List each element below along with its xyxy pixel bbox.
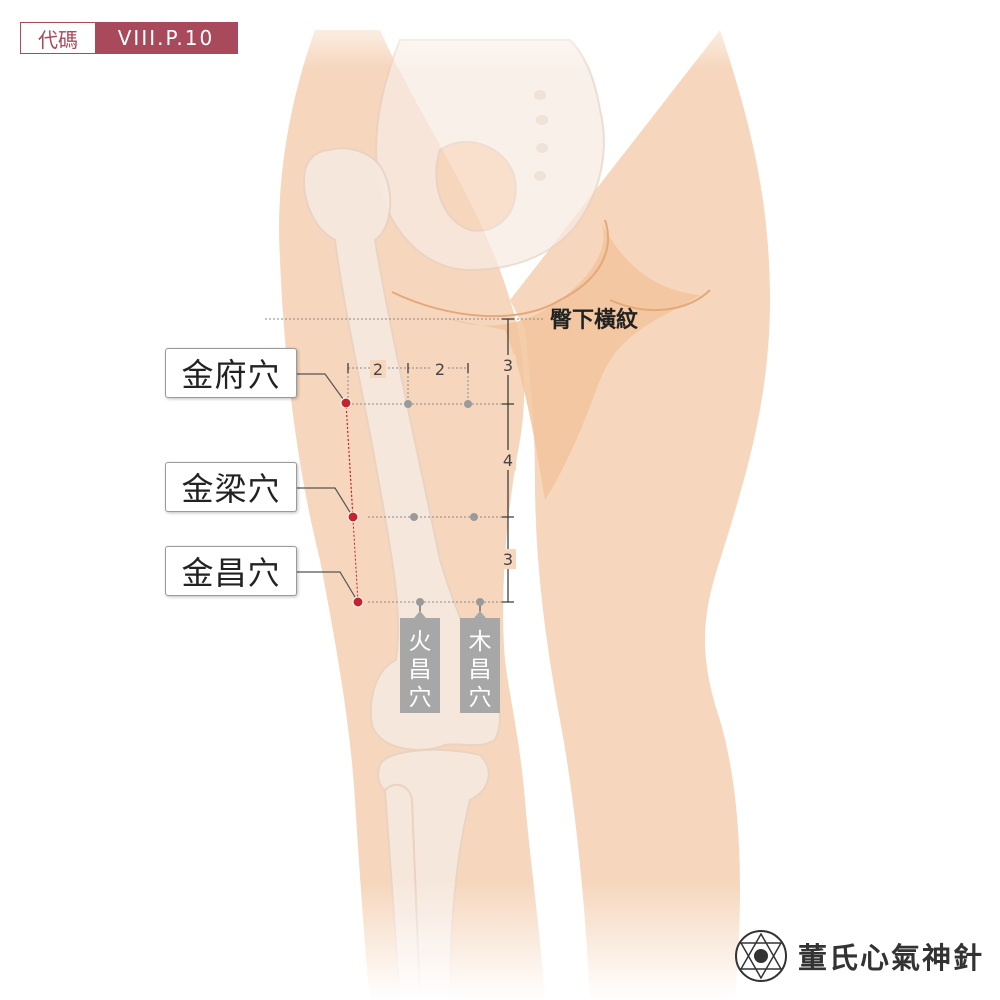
sacrum-hole-2 [536, 115, 548, 125]
label-jinfu[interactable]: 金府穴 [165, 348, 297, 398]
code-badge: 代碼 VIII.P.10 [20, 22, 238, 54]
label-huochang[interactable]: 火 昌 穴 [400, 618, 440, 713]
code-label: 代碼 [21, 23, 95, 53]
label-muchang[interactable]: 木 昌 穴 [460, 618, 500, 713]
h-measure-1: 2 [373, 360, 383, 379]
v-num-bg-2 [500, 450, 516, 470]
brand-emblem-icon [735, 930, 787, 982]
ref-point-r2-b [470, 513, 478, 521]
label-jinchang[interactable]: 金昌穴 [165, 546, 297, 596]
leader-jinfu [297, 373, 347, 404]
acupoints [340, 397, 364, 608]
label-jinliang[interactable]: 金梁穴 [165, 462, 297, 512]
h-measure-2: 2 [435, 360, 445, 379]
code-value: VIII.P.10 [95, 23, 237, 53]
v-num-bg-1 [500, 355, 516, 375]
ref-point-r1-b [464, 400, 472, 408]
gluteal-crease-label: 臀下橫紋 [550, 307, 639, 333]
acupoint-jinchang[interactable] [352, 596, 364, 608]
h-num-bg-1 [370, 360, 386, 378]
gluteal-crease-line [391, 219, 609, 318]
obturator-foramen [435, 140, 517, 232]
sacrum-hole-4 [534, 171, 546, 181]
acupoint-jinliang[interactable] [347, 511, 359, 523]
ref-point-r3-a [416, 598, 424, 606]
guide-lines [265, 318, 545, 603]
points-connector-inner [345, 402, 354, 518]
reference-points [404, 400, 484, 606]
huochang-pointer [414, 611, 426, 618]
inner-thigh-shadow [445, 220, 700, 500]
v-measure-1: 3 [503, 356, 513, 375]
leader-jinchang [297, 571, 359, 603]
ref-point-r2-a [410, 513, 418, 521]
gluteal-crease-line-right [609, 289, 711, 311]
femur [303, 147, 501, 751]
v-measure-3: 3 [503, 550, 513, 569]
v-num-bg-3 [500, 549, 516, 569]
muchang-pointer [474, 611, 486, 618]
brand-text: 董氏心氣神針 [798, 941, 985, 975]
ref-point-r3-b [476, 598, 484, 606]
bottom-fade [0, 880, 1000, 1000]
brand-logo: 董氏心氣神針 [734, 928, 984, 984]
sacrum-hole-1 [534, 90, 546, 100]
ref-point-r1-a [404, 400, 412, 408]
h-num-bg-2 [432, 360, 448, 378]
leader-jinliang [297, 487, 354, 518]
acupoint-jinfu[interactable] [340, 397, 352, 409]
sacrum-hole-3 [536, 143, 548, 153]
pelvis-bones [375, 39, 605, 272]
v-measure-2: 4 [503, 451, 513, 470]
right-leg [510, 30, 770, 1000]
